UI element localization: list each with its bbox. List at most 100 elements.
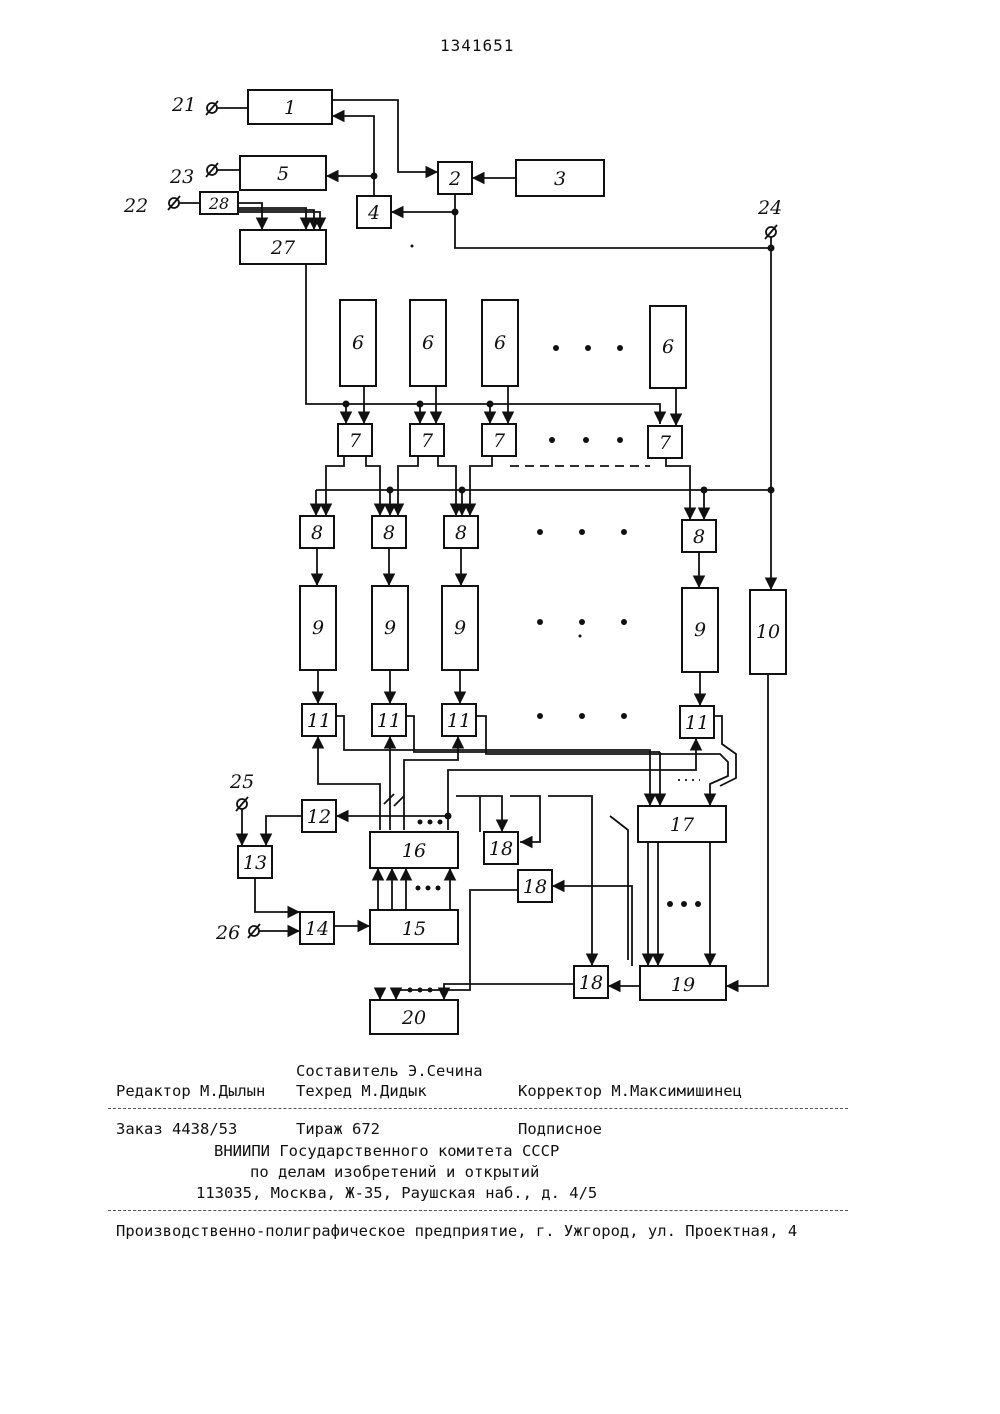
- block-18-a: 18: [484, 832, 518, 864]
- block-12: 12: [302, 800, 336, 832]
- svg-text:17: 17: [670, 814, 695, 836]
- block-2: 2: [438, 162, 472, 194]
- terminal-21: 21: [171, 94, 196, 116]
- svg-text:6: 6: [494, 332, 506, 354]
- block-27-label: 27: [270, 237, 296, 259]
- terminal-25: 25: [229, 771, 254, 793]
- printer: Производственно-полиграфическое предприя…: [116, 1222, 797, 1240]
- svg-text:7: 7: [659, 432, 672, 454]
- block-6-b: 6: [410, 300, 446, 386]
- block-28: 28: [200, 192, 238, 214]
- address: 113035, Москва, Ж-35, Раушская наб., д. …: [196, 1184, 597, 1202]
- ellipsis-17-19: [667, 901, 701, 907]
- block-5-label: 5: [277, 163, 289, 185]
- svg-text:7: 7: [349, 430, 362, 452]
- block-7-b: 7: [410, 424, 444, 456]
- circulation: Тираж 672: [296, 1120, 380, 1138]
- terminal-26: 26: [215, 922, 240, 944]
- block-19: 19: [640, 966, 726, 1000]
- svg-text:20: 20: [401, 1007, 426, 1029]
- ellipsis-9: [537, 619, 627, 638]
- org-line-2: по делам изобретений и открытий: [250, 1163, 539, 1181]
- svg-text:7: 7: [421, 430, 434, 452]
- block-18-b: 18: [518, 870, 552, 902]
- svg-text:18: 18: [523, 876, 547, 898]
- block-4-label: 4: [367, 202, 380, 224]
- svg-text:19: 19: [671, 974, 695, 996]
- block-7-c: 7: [482, 424, 516, 456]
- divider-1: [108, 1108, 848, 1109]
- org-line-1: ВНИИПИ Государственного комитета СССР: [214, 1142, 559, 1160]
- block-1: 1: [248, 90, 332, 124]
- block-11-c: 11: [442, 704, 476, 736]
- svg-text:11: 11: [447, 710, 471, 732]
- terminal-24: 24: [757, 197, 782, 219]
- block-11-a: 11: [302, 704, 336, 736]
- block-20: 20: [370, 1000, 458, 1034]
- block-6-c: 6: [482, 300, 518, 386]
- svg-text:11: 11: [685, 712, 709, 734]
- block-8-n: 8: [682, 520, 716, 552]
- block-diagram: 1 5 2 3 4 28 27 21 23 22 24 25 26: [0, 0, 1000, 1050]
- corrector: Корректор М.Максимишинец: [518, 1082, 742, 1100]
- block-7-a: 7: [338, 424, 372, 456]
- svg-text:11: 11: [377, 710, 401, 732]
- block-9-c: 9: [442, 586, 478, 670]
- ellipsis-11: [537, 713, 627, 719]
- ellipsis-6: [553, 345, 623, 351]
- svg-text:14: 14: [305, 918, 329, 940]
- block-17: 17: [638, 806, 726, 842]
- block-4: 4: [357, 196, 391, 228]
- ellipsis-15-16: [416, 886, 441, 891]
- svg-text:18: 18: [579, 972, 603, 994]
- svg-text:9: 9: [454, 617, 466, 639]
- block-8-a: 8: [300, 516, 334, 548]
- block-11-n: 11: [680, 706, 714, 738]
- svg-text:16: 16: [402, 840, 426, 862]
- svg-text:12: 12: [307, 806, 331, 828]
- svg-text:6: 6: [662, 336, 674, 358]
- block-14: 14: [300, 912, 334, 944]
- block-16: 16: [370, 832, 458, 868]
- block-27: 27: [240, 230, 326, 264]
- svg-text:10: 10: [756, 621, 780, 643]
- terminal-23: 23: [169, 166, 194, 188]
- block-7-n: 7: [648, 426, 682, 458]
- svg-text:7: 7: [493, 430, 506, 452]
- block-9-b: 9: [372, 586, 408, 670]
- block-11-b: 11: [372, 704, 406, 736]
- block-2-label: 2: [448, 168, 461, 190]
- ellipsis-20: [408, 988, 433, 993]
- block-8-b: 8: [372, 516, 406, 548]
- block-1-label: 1: [284, 97, 296, 119]
- order: Заказ 4438/53: [116, 1120, 237, 1138]
- svg-text:9: 9: [384, 617, 396, 639]
- subscription: Подписное: [518, 1120, 602, 1138]
- block-9-a: 9: [300, 586, 336, 670]
- block-8-c: 8: [444, 516, 478, 548]
- svg-text:11: 11: [307, 710, 331, 732]
- svg-text:9: 9: [694, 619, 706, 641]
- block-9-n: 9: [682, 588, 718, 672]
- svg-text:18: 18: [489, 838, 513, 860]
- svg-text:9: 9: [312, 617, 324, 639]
- terminal-22: 22: [123, 195, 148, 217]
- divider-2: [108, 1210, 848, 1211]
- block-6-n: 6: [650, 306, 686, 388]
- svg-text:8: 8: [455, 522, 467, 544]
- svg-text:8: 8: [383, 522, 395, 544]
- block-15: 15: [370, 910, 458, 944]
- svg-text:6: 6: [422, 332, 434, 354]
- block-13: 13: [238, 846, 272, 878]
- block-28-label: 28: [208, 194, 229, 213]
- svg-text:8: 8: [693, 526, 705, 548]
- svg-text:15: 15: [402, 918, 426, 940]
- techred: Техред М.Дидык: [296, 1082, 427, 1100]
- block-18-c: 18: [574, 966, 608, 998]
- svg-text:6: 6: [352, 332, 364, 354]
- editor: Редактор М.Дылын: [116, 1082, 265, 1100]
- ellipsis-8: [537, 529, 627, 535]
- block-10: 10: [750, 590, 786, 674]
- block-3-label: 3: [554, 168, 566, 190]
- ellipsis-16-top: [418, 820, 443, 825]
